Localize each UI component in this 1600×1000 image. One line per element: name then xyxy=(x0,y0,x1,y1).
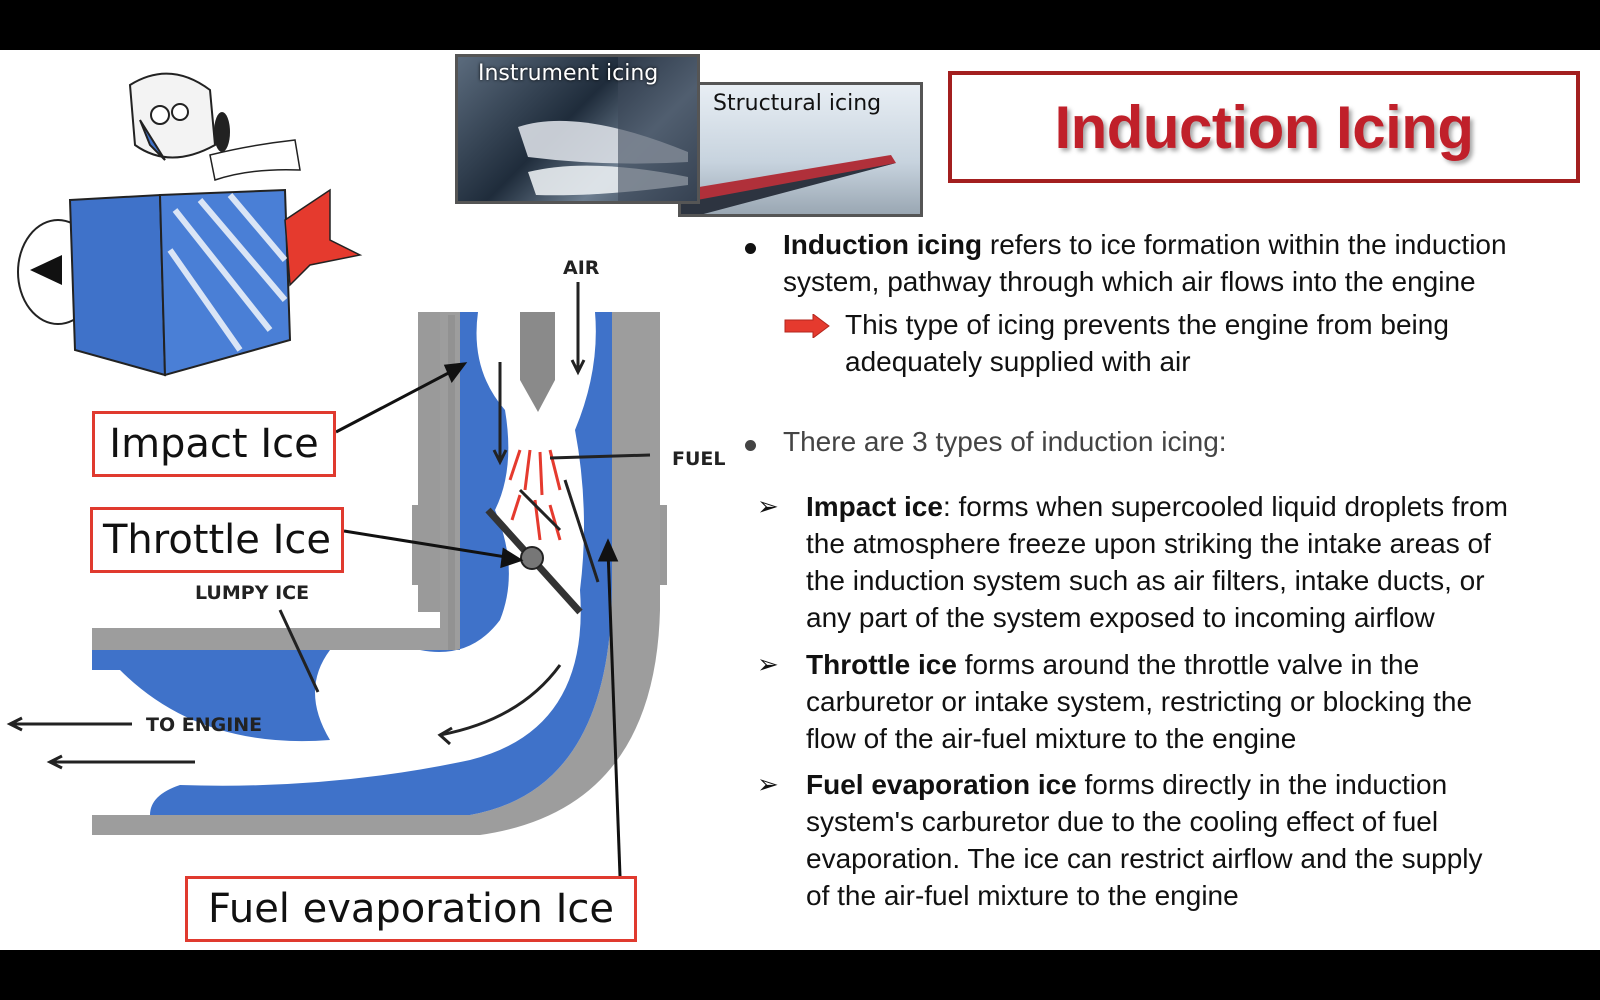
carburetor-diagram: AIR FUEL LUMPY ICE TO ENGINE xyxy=(6,72,726,877)
fuel-line-2: system's carburetor due to the cooling e… xyxy=(806,806,1439,837)
diagram-label-air: AIR xyxy=(563,257,600,279)
bottom-letterbox xyxy=(0,950,1600,1000)
instrument-icing-photo: Instrument icing xyxy=(455,54,700,204)
carburetor-housing: AIR FUEL LUMPY ICE TO ENGINE xyxy=(6,257,726,835)
sub-line-1: This type of icing prevents the engine f… xyxy=(845,309,1449,340)
bullet-dot xyxy=(745,226,769,263)
slide: AIR FUEL LUMPY ICE TO ENGINE Impact Ice … xyxy=(0,50,1600,950)
impact-term: Impact ice xyxy=(806,491,943,522)
cartoon-pilot-illustration xyxy=(17,72,363,377)
structural-icing-label: Structural icing xyxy=(713,91,882,116)
top-letterbox xyxy=(0,0,1600,50)
impact-line-1: : forms when supercooled liquid droplets… xyxy=(942,491,1508,522)
red-arrow-icon xyxy=(784,314,830,338)
throttle-term: Throttle ice xyxy=(806,649,957,680)
diagram-label-to-engine: TO ENGINE xyxy=(146,714,262,736)
fuel-line-3: evaporation. The ice can restrict airflo… xyxy=(806,843,1483,874)
fuel-term: Fuel evaporation ice xyxy=(806,769,1077,800)
throttle-line-2: carburetor or intake system, restricting… xyxy=(806,686,1473,717)
throttle-line-3: flow of the air-fuel mixture to the engi… xyxy=(806,723,1297,754)
callout-impact-ice: Impact Ice xyxy=(92,411,336,477)
intro-term: Induction icing xyxy=(783,229,983,260)
arrowhead-bullet-icon: ➢ xyxy=(757,769,779,799)
structural-icing-photo: Structural icing xyxy=(678,82,923,217)
bullet-dot xyxy=(745,423,769,460)
pitot-tube-shape xyxy=(518,57,697,201)
intro-line-2: system, pathway through which air flows … xyxy=(783,266,1476,297)
instrument-icing-label: Instrument icing xyxy=(478,61,659,86)
callout-arrows xyxy=(335,362,622,877)
impact-line-3: the induction system such as air filters… xyxy=(806,565,1485,596)
arrowhead-bullet-icon: ➢ xyxy=(757,491,779,521)
throttle-line-1: forms around the throttle valve in the xyxy=(956,649,1420,680)
title-box: Induction Icing xyxy=(948,71,1580,183)
impact-line-4: any part of the system exposed to incomi… xyxy=(806,602,1435,633)
callout-fuel-evaporation-ice: Fuel evaporation Ice xyxy=(185,876,637,942)
wing-shape xyxy=(681,155,896,214)
page-title: Induction Icing xyxy=(1054,93,1474,161)
fuel-line-4: of the air-fuel mixture to the engine xyxy=(806,880,1239,911)
intro-line-1: refers to ice formation within the induc… xyxy=(982,229,1507,260)
diagram-label-fuel: FUEL xyxy=(672,448,726,470)
impact-line-2: the atmosphere freeze upon striking the … xyxy=(806,528,1491,559)
types-heading: There are 3 types of induction icing: xyxy=(783,426,1227,457)
callout-throttle-ice: Throttle Ice xyxy=(90,507,344,573)
arrowhead-bullet-icon: ➢ xyxy=(757,649,779,679)
fuel-line-1: forms directly in the induction xyxy=(1076,769,1448,800)
sub-line-2: adequately supplied with air xyxy=(845,346,1191,377)
diagram-label-lumpy-ice: LUMPY ICE xyxy=(195,582,309,604)
